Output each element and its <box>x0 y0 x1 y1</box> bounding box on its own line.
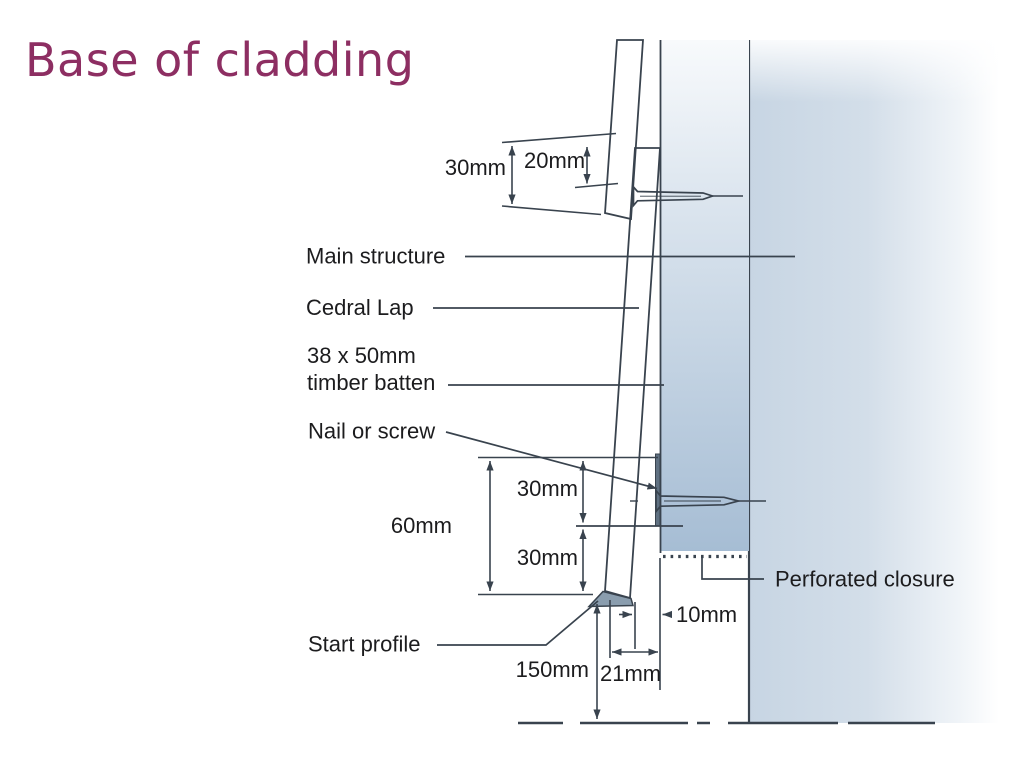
dim-text-150: 150mm <box>516 657 589 682</box>
label-start-profile: Start profile <box>308 600 599 657</box>
main-structure-wall <box>747 40 1012 723</box>
nail-lower <box>630 488 766 514</box>
dim-base-group: 60mm 30mm 30mm <box>391 456 683 596</box>
ext-line-board-bottom <box>501 205 602 216</box>
label-main-structure: Main structure <box>306 244 795 269</box>
label-nail-or-screw: Nail or screw <box>308 419 658 490</box>
label-start-profile-leader <box>437 600 599 646</box>
dim-text-30-lower: 30mm <box>517 545 578 570</box>
label-nail-or-screw-text: Nail or screw <box>308 419 435 444</box>
label-nail-or-screw-leader <box>445 431 658 490</box>
dim-text-30-upper: 30mm <box>517 476 578 501</box>
label-timber-batten-text-line1: 38 x 50mm <box>307 343 416 368</box>
label-main-structure-text: Main structure <box>306 244 445 269</box>
label-cedral-lap-text: Cedral Lap <box>306 295 414 320</box>
label-perforated-closure-text: Perforated closure <box>775 567 955 592</box>
wall-top-sheen <box>749 40 1012 102</box>
ext-line-top <box>501 132 617 144</box>
nail-upper <box>632 184 743 208</box>
dim-top-group: 30mm 20mm <box>445 132 619 216</box>
start-profile-foot <box>587 590 634 608</box>
batten-fill <box>660 40 749 551</box>
wall-fill <box>749 40 1012 723</box>
ext-line-lap <box>574 182 619 189</box>
label-perforated-closure-leader <box>701 557 764 580</box>
label-perforated-closure: Perforated closure <box>701 557 955 592</box>
label-cedral-lap: Cedral Lap <box>306 295 639 320</box>
timber-batten <box>659 40 749 559</box>
dim-bottom-group: 10mm 21mm 150mm <box>516 558 737 719</box>
dim-text-60: 60mm <box>391 513 452 538</box>
nail-upper-body <box>632 184 716 208</box>
dim-text-20-top: 20mm <box>524 148 585 173</box>
dim-text-10: 10mm <box>676 602 737 627</box>
label-timber-batten-text-line2: timber batten <box>307 370 435 395</box>
label-start-profile-text: Start profile <box>308 632 421 657</box>
dim-text-21: 21mm <box>600 661 661 686</box>
label-timber-batten: 38 x 50mm timber batten <box>307 343 664 395</box>
nail-lower-body <box>655 488 742 514</box>
page-title: Base of cladding <box>25 33 415 87</box>
dim-text-30-top: 30mm <box>445 155 506 180</box>
